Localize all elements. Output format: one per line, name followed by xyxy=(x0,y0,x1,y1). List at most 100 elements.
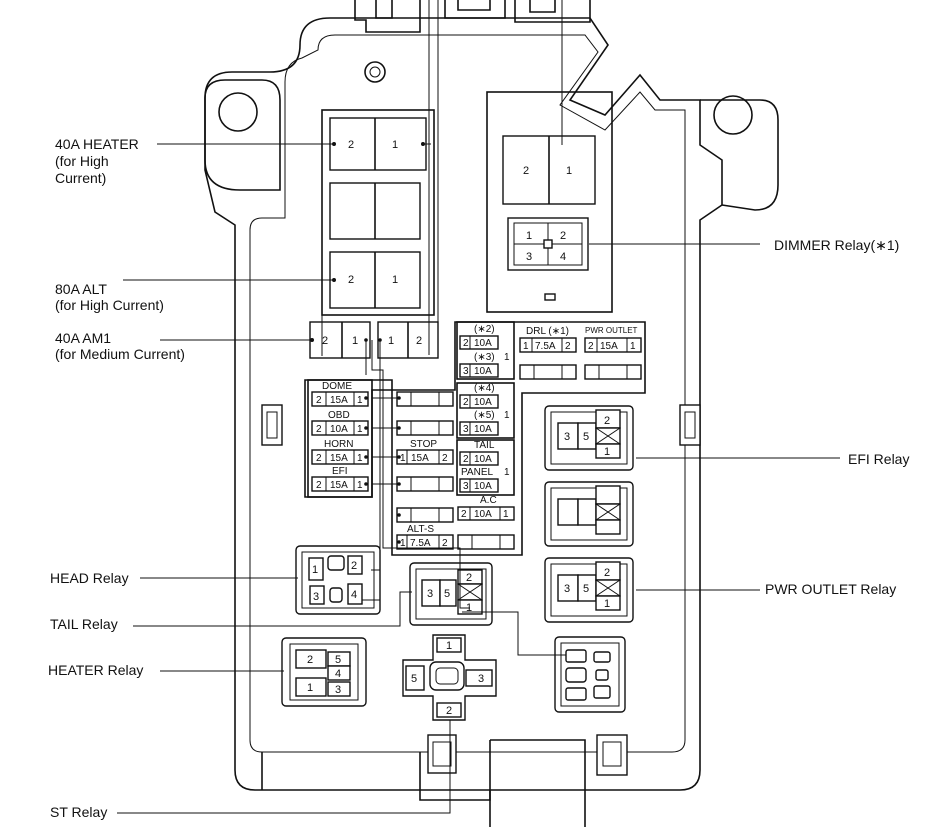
svg-text:15A: 15A xyxy=(330,395,348,406)
efi-relay: 3 5 2 1 xyxy=(544,405,634,471)
svg-text:10A: 10A xyxy=(474,338,492,349)
fusible-link-40a-heater xyxy=(329,117,427,171)
svg-text:2: 2 xyxy=(463,338,469,349)
svg-text:2: 2 xyxy=(316,424,322,435)
svg-text:10A: 10A xyxy=(474,424,492,435)
svg-text:(∗2): (∗2) xyxy=(474,324,495,335)
svg-text:1: 1 xyxy=(523,341,529,352)
label-40a-heater-sub1: (for High xyxy=(55,153,109,169)
svg-text:2: 2 xyxy=(463,397,469,408)
svg-text:2: 2 xyxy=(461,509,467,520)
svg-text:3: 3 xyxy=(463,424,469,435)
svg-text:3: 3 xyxy=(427,588,433,600)
svg-text:15A: 15A xyxy=(600,341,618,352)
label-head-relay: HEAD Relay xyxy=(50,570,129,586)
svg-text:5: 5 xyxy=(583,583,589,595)
pin-label: 2 xyxy=(322,335,328,347)
svg-text:15A: 15A xyxy=(330,453,348,464)
svg-text:10A: 10A xyxy=(474,509,492,520)
svg-text:2: 2 xyxy=(604,415,610,427)
fuse-label-alts: ALT-S xyxy=(407,524,434,535)
fuse-label-ac: A.C xyxy=(480,495,497,506)
label-80a-alt: 80A ALT xyxy=(55,281,107,297)
svg-text:3: 3 xyxy=(335,684,341,696)
label-pwr-outlet-relay: PWR OUTLET Relay xyxy=(765,581,897,597)
fusible-link-40a-am1: 2 1 1 2 xyxy=(309,321,439,359)
svg-text:2: 2 xyxy=(466,572,472,584)
pin-label: 2 xyxy=(560,230,566,242)
svg-text:10A: 10A xyxy=(330,424,348,435)
svg-text:5: 5 xyxy=(335,654,341,666)
svg-text:(∗3): (∗3) xyxy=(474,352,495,363)
svg-text:1: 1 xyxy=(307,682,313,694)
svg-text:2: 2 xyxy=(351,560,357,572)
svg-text:1: 1 xyxy=(446,640,452,652)
svg-text:10A: 10A xyxy=(474,454,492,465)
head-relay: 1 2 3 4 xyxy=(295,545,381,615)
label-40a-heater-sub2: Current) xyxy=(55,170,107,186)
svg-text:3: 3 xyxy=(564,583,570,595)
svg-text:2: 2 xyxy=(316,453,322,464)
pwr-outlet-relay: 3 5 2 1 xyxy=(544,557,634,623)
fuse-label-pwr-outlet: PWR OUTLET xyxy=(585,326,638,335)
pin-label: 1 xyxy=(566,165,572,177)
pin-label: 1 xyxy=(392,274,398,286)
svg-text:1: 1 xyxy=(400,453,406,464)
svg-text:2: 2 xyxy=(316,480,322,491)
svg-text:1: 1 xyxy=(604,598,610,610)
pin-label: 1 xyxy=(388,335,394,347)
svg-text:5: 5 xyxy=(444,588,450,600)
pin-label: 1 xyxy=(526,230,532,242)
label-heater-relay: HEATER Relay xyxy=(48,662,144,678)
svg-text:1: 1 xyxy=(357,480,363,491)
svg-text:7.5A: 7.5A xyxy=(410,538,431,549)
tail-relay: 3 5 2 1 xyxy=(409,562,493,626)
label-dimmer-relay: DIMMER Relay(∗1) xyxy=(774,237,900,253)
svg-text:3: 3 xyxy=(463,481,469,492)
svg-text:2: 2 xyxy=(442,453,448,464)
svg-text:10A: 10A xyxy=(474,366,492,377)
svg-text:15A: 15A xyxy=(411,453,429,464)
svg-text:10A: 10A xyxy=(474,397,492,408)
svg-text:1: 1 xyxy=(312,564,318,576)
svg-text:2: 2 xyxy=(604,567,610,579)
svg-text:5: 5 xyxy=(411,673,417,685)
svg-text:2: 2 xyxy=(307,654,313,666)
svg-text:3: 3 xyxy=(478,673,484,685)
fuse-label-dome: DOME xyxy=(322,381,352,392)
fuse-label-stop: STOP xyxy=(410,439,437,450)
pin-label: 2 xyxy=(348,274,354,286)
fuse-label-tail: TAIL xyxy=(474,440,495,451)
heater-relay: 2 5 4 1 3 xyxy=(281,637,367,707)
svg-text:1: 1 xyxy=(400,538,406,549)
mini-fuse-block: DOME 2 15A 1 OBD 2 10A 1 HORN 2 15A 1 EF… xyxy=(304,321,646,556)
pin-label: 2 xyxy=(416,335,422,347)
svg-text:15A: 15A xyxy=(330,480,348,491)
fuse-label-horn: HORN xyxy=(324,439,353,450)
svg-text:3: 3 xyxy=(564,431,570,443)
fuse-box-housing xyxy=(204,0,779,827)
label-tail-relay: TAIL Relay xyxy=(50,616,118,632)
label-40a-am1-sub: (for Medium Current) xyxy=(55,346,185,362)
svg-text:2: 2 xyxy=(446,705,452,717)
pin-label: 4 xyxy=(560,251,566,263)
pin-label: 2 xyxy=(348,139,354,151)
svg-text:1: 1 xyxy=(630,341,636,352)
svg-text:1: 1 xyxy=(504,467,510,478)
fuse-label-efi: EFI xyxy=(332,466,348,477)
label-40a-heater: 40A HEATER xyxy=(55,136,139,152)
svg-text:(∗5): (∗5) xyxy=(474,410,495,421)
svg-text:2: 2 xyxy=(588,341,594,352)
svg-text:3: 3 xyxy=(463,366,469,377)
svg-text:10A: 10A xyxy=(474,481,492,492)
fuse-label-panel: PANEL xyxy=(461,467,493,478)
label-efi-relay: EFI Relay xyxy=(848,451,910,467)
svg-text:7.5A: 7.5A xyxy=(535,341,556,352)
svg-text:4: 4 xyxy=(335,668,341,680)
fuse-label-drl: DRL (∗1) xyxy=(526,326,569,337)
label-st-relay: ST Relay xyxy=(50,804,108,820)
svg-text:2: 2 xyxy=(463,454,469,465)
pin-label: 1 xyxy=(392,139,398,151)
fuse-label-obd: OBD xyxy=(328,410,350,421)
